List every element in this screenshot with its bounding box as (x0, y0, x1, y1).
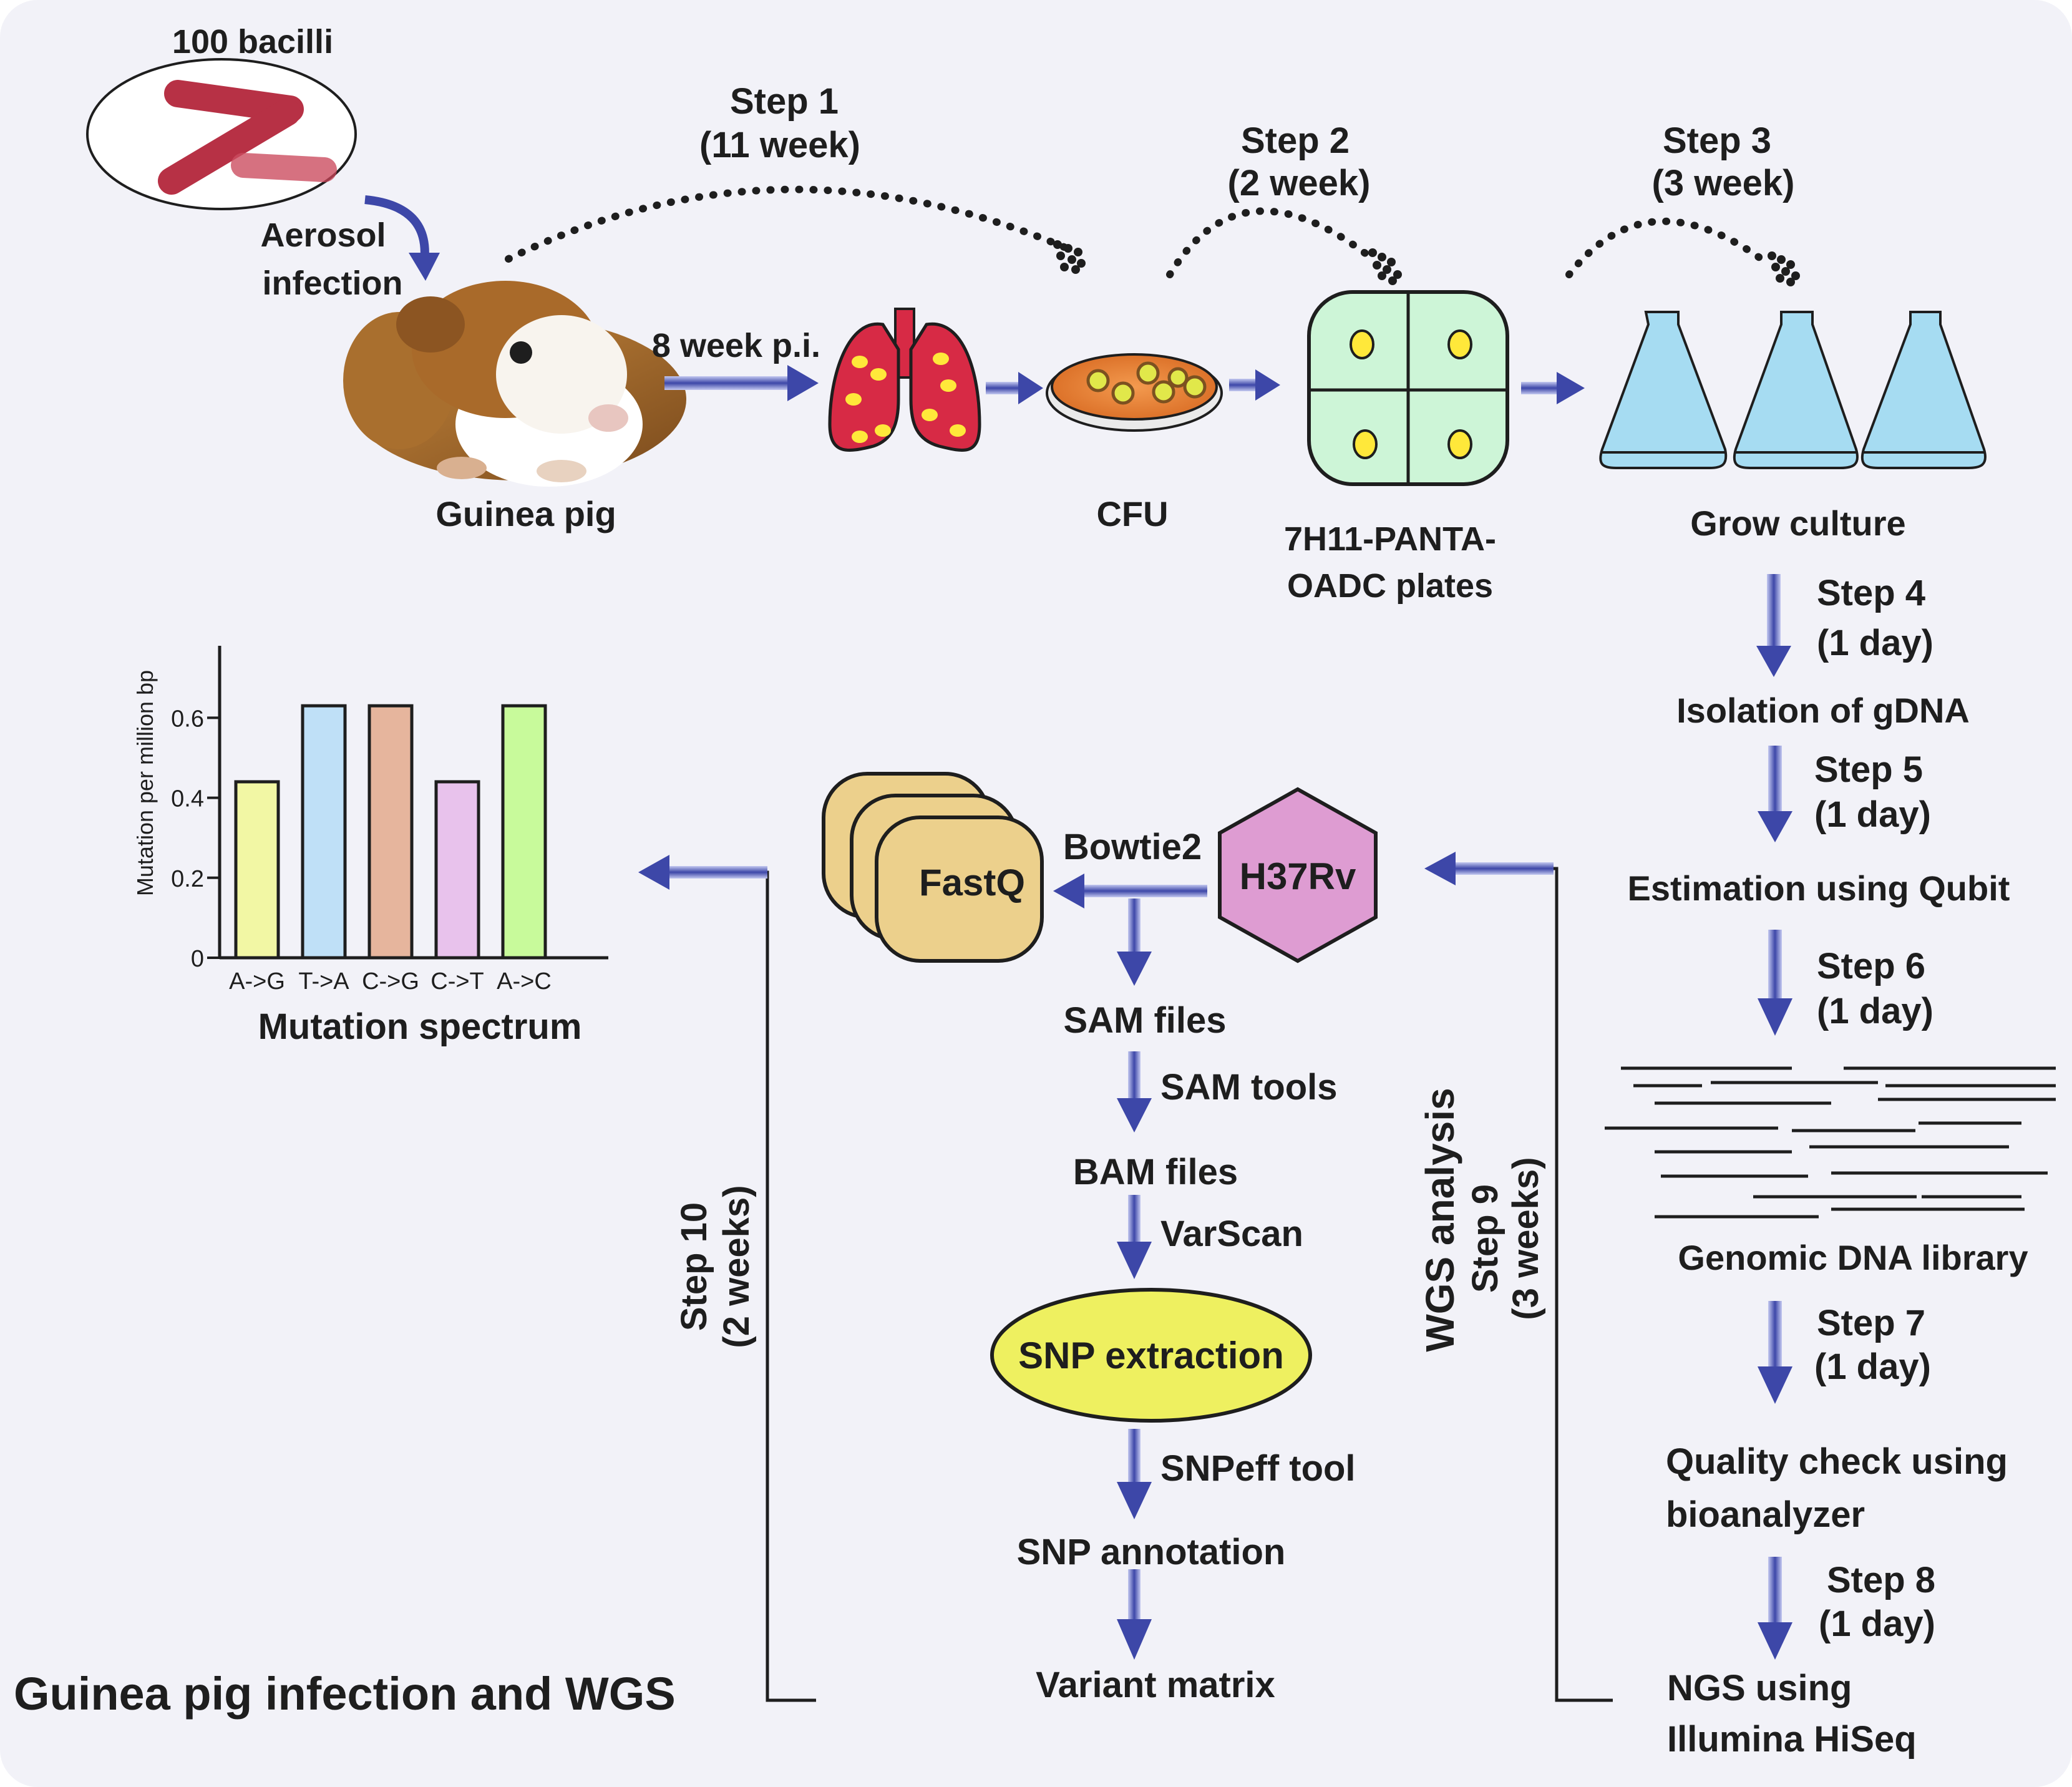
step10-arrow (638, 855, 767, 890)
step3-title: Step 3 (1663, 120, 1771, 161)
step7-title: Step 7 (1817, 1303, 1925, 1343)
wgs-analysis-label: WGS analysis (1418, 1088, 1462, 1351)
y-tick-label: 0.2 (171, 866, 204, 892)
step6-title: Step 6 (1817, 946, 1925, 986)
lung-illustration (828, 308, 981, 452)
fastq-stack (822, 772, 1044, 963)
variant-matrix-label: Variant matrix (1036, 1665, 1275, 1705)
bowtie-label: Bowtie2 (1063, 827, 1202, 867)
step5-duration: (1 day) (1814, 794, 1931, 835)
arrow-plate-to-flask (1521, 372, 1585, 404)
petri-dish-illustration (1046, 353, 1223, 432)
quality-label-1: Quality check using (1666, 1441, 2008, 1482)
step2-duration: (2 week) (1228, 163, 1371, 203)
step1-title: Step 1 (730, 81, 839, 122)
flask-illustration (1599, 311, 1987, 469)
h37rv-hexagon (1218, 787, 1378, 963)
arrow-petri-to-plate (1229, 369, 1280, 401)
snpeff-label: SNPeff tool (1160, 1448, 1356, 1489)
step9-duration: (3 weeks) (1505, 1157, 1546, 1320)
step-arcs (505, 185, 1769, 278)
bam-files-label: BAM files (1073, 1152, 1238, 1192)
x-tick-label: A->C (497, 968, 552, 995)
qubit-label: Estimation using Qubit (1628, 869, 2010, 908)
aerosol-label-2: infection (263, 265, 403, 302)
step8-title: Step 8 (1827, 1560, 1935, 1600)
vertical-arrows-middle (1117, 898, 1152, 1660)
bar (434, 780, 480, 960)
x-tick-label: T->A (298, 968, 349, 995)
step9-arrow (1424, 852, 1554, 885)
x-tick-label: C->G (362, 968, 419, 995)
bacilli-illustration (86, 58, 357, 210)
plates-label-1: 7H11-PANTA- (1284, 520, 1496, 558)
dna-library-illustration (1605, 1066, 2056, 1219)
y-axis-label: Mutation per million bp (132, 670, 158, 896)
step8-duration: (1 day) (1819, 1604, 1935, 1644)
aerosol-arrow (364, 195, 429, 263)
quality-label-2: bioanalyzer (1666, 1494, 1865, 1535)
step10-title: Step 10 (674, 1202, 714, 1331)
step6-duration: (1 day) (1817, 991, 1933, 1031)
varscan-label: VarScan (1160, 1214, 1303, 1254)
guinea-pig-illustration (343, 281, 686, 487)
snp-extraction-label: SNP extraction (1018, 1335, 1284, 1376)
guinea-pig-label: Guinea pig (435, 494, 616, 533)
snp-annotation-label: SNP annotation (1017, 1532, 1286, 1572)
arrow-h37rv-to-fastq (1053, 874, 1207, 908)
bacilli-label: 100 bacilli (172, 23, 333, 61)
y-tick-label: 0.4 (171, 786, 204, 812)
figure-title: Guinea pig infection and WGS (14, 1668, 676, 1720)
arrow-pig-to-lung (664, 365, 819, 401)
step4-title: Step 4 (1817, 573, 1925, 613)
x-tick-label: C->T (430, 968, 484, 995)
step1-duration: (11 week) (699, 125, 860, 165)
step2-title: Step 2 (1241, 120, 1350, 161)
step10-duration: (2 weeks) (716, 1185, 757, 1348)
grow-culture-label: Grow culture (1690, 504, 1905, 543)
bar (367, 704, 414, 960)
x-tick-label: A->G (229, 968, 285, 995)
step4-duration: (1 day) (1817, 623, 1933, 663)
bar (501, 704, 547, 960)
step7-duration: (1 day) (1814, 1346, 1931, 1387)
cfu-label: CFU (1096, 494, 1168, 533)
fastq-label: FastQ (919, 862, 1025, 903)
bar (301, 704, 347, 960)
ngs-label-1: NGS using (1667, 1668, 1852, 1708)
y-tick-label: 0.6 (171, 706, 204, 732)
plates-label-2: OADC plates (1287, 567, 1493, 605)
mutation-spectrum-chart: 0 0.2 0.4 0.6 Mutation per million bp A->G T->… (132, 646, 608, 1047)
arrow-lung-to-petri (986, 372, 1043, 404)
h37rv-label: H37Rv (1240, 855, 1356, 897)
vertical-arrows-right (1756, 574, 1792, 1660)
y-tick-label: 0 (191, 946, 204, 972)
step3-duration: (3 week) (1652, 163, 1795, 203)
aerosol-arrow-head (409, 253, 440, 281)
eight-week-label: 8 week p.i. (652, 327, 820, 364)
plate-illustration (1307, 290, 1509, 486)
isolation-label: Isolation of gDNA (1676, 691, 1970, 730)
library-label: Genomic DNA library (1678, 1238, 2028, 1277)
x-axis-label: Mutation spectrum (258, 1006, 582, 1047)
bar (234, 780, 280, 960)
step5-title: Step 5 (1814, 749, 1923, 790)
ngs-label-2: Illumina HiSeq (1667, 1719, 1917, 1760)
snp-extraction-ellipse (990, 1288, 1312, 1423)
sam-tools-label: SAM tools (1160, 1067, 1338, 1108)
sam-files-label: SAM files (1063, 1000, 1226, 1041)
step9-title: Step 9 (1465, 1184, 1505, 1293)
arc-end-clusters (1053, 240, 1800, 286)
aerosol-label-1: Aerosol (260, 217, 386, 254)
